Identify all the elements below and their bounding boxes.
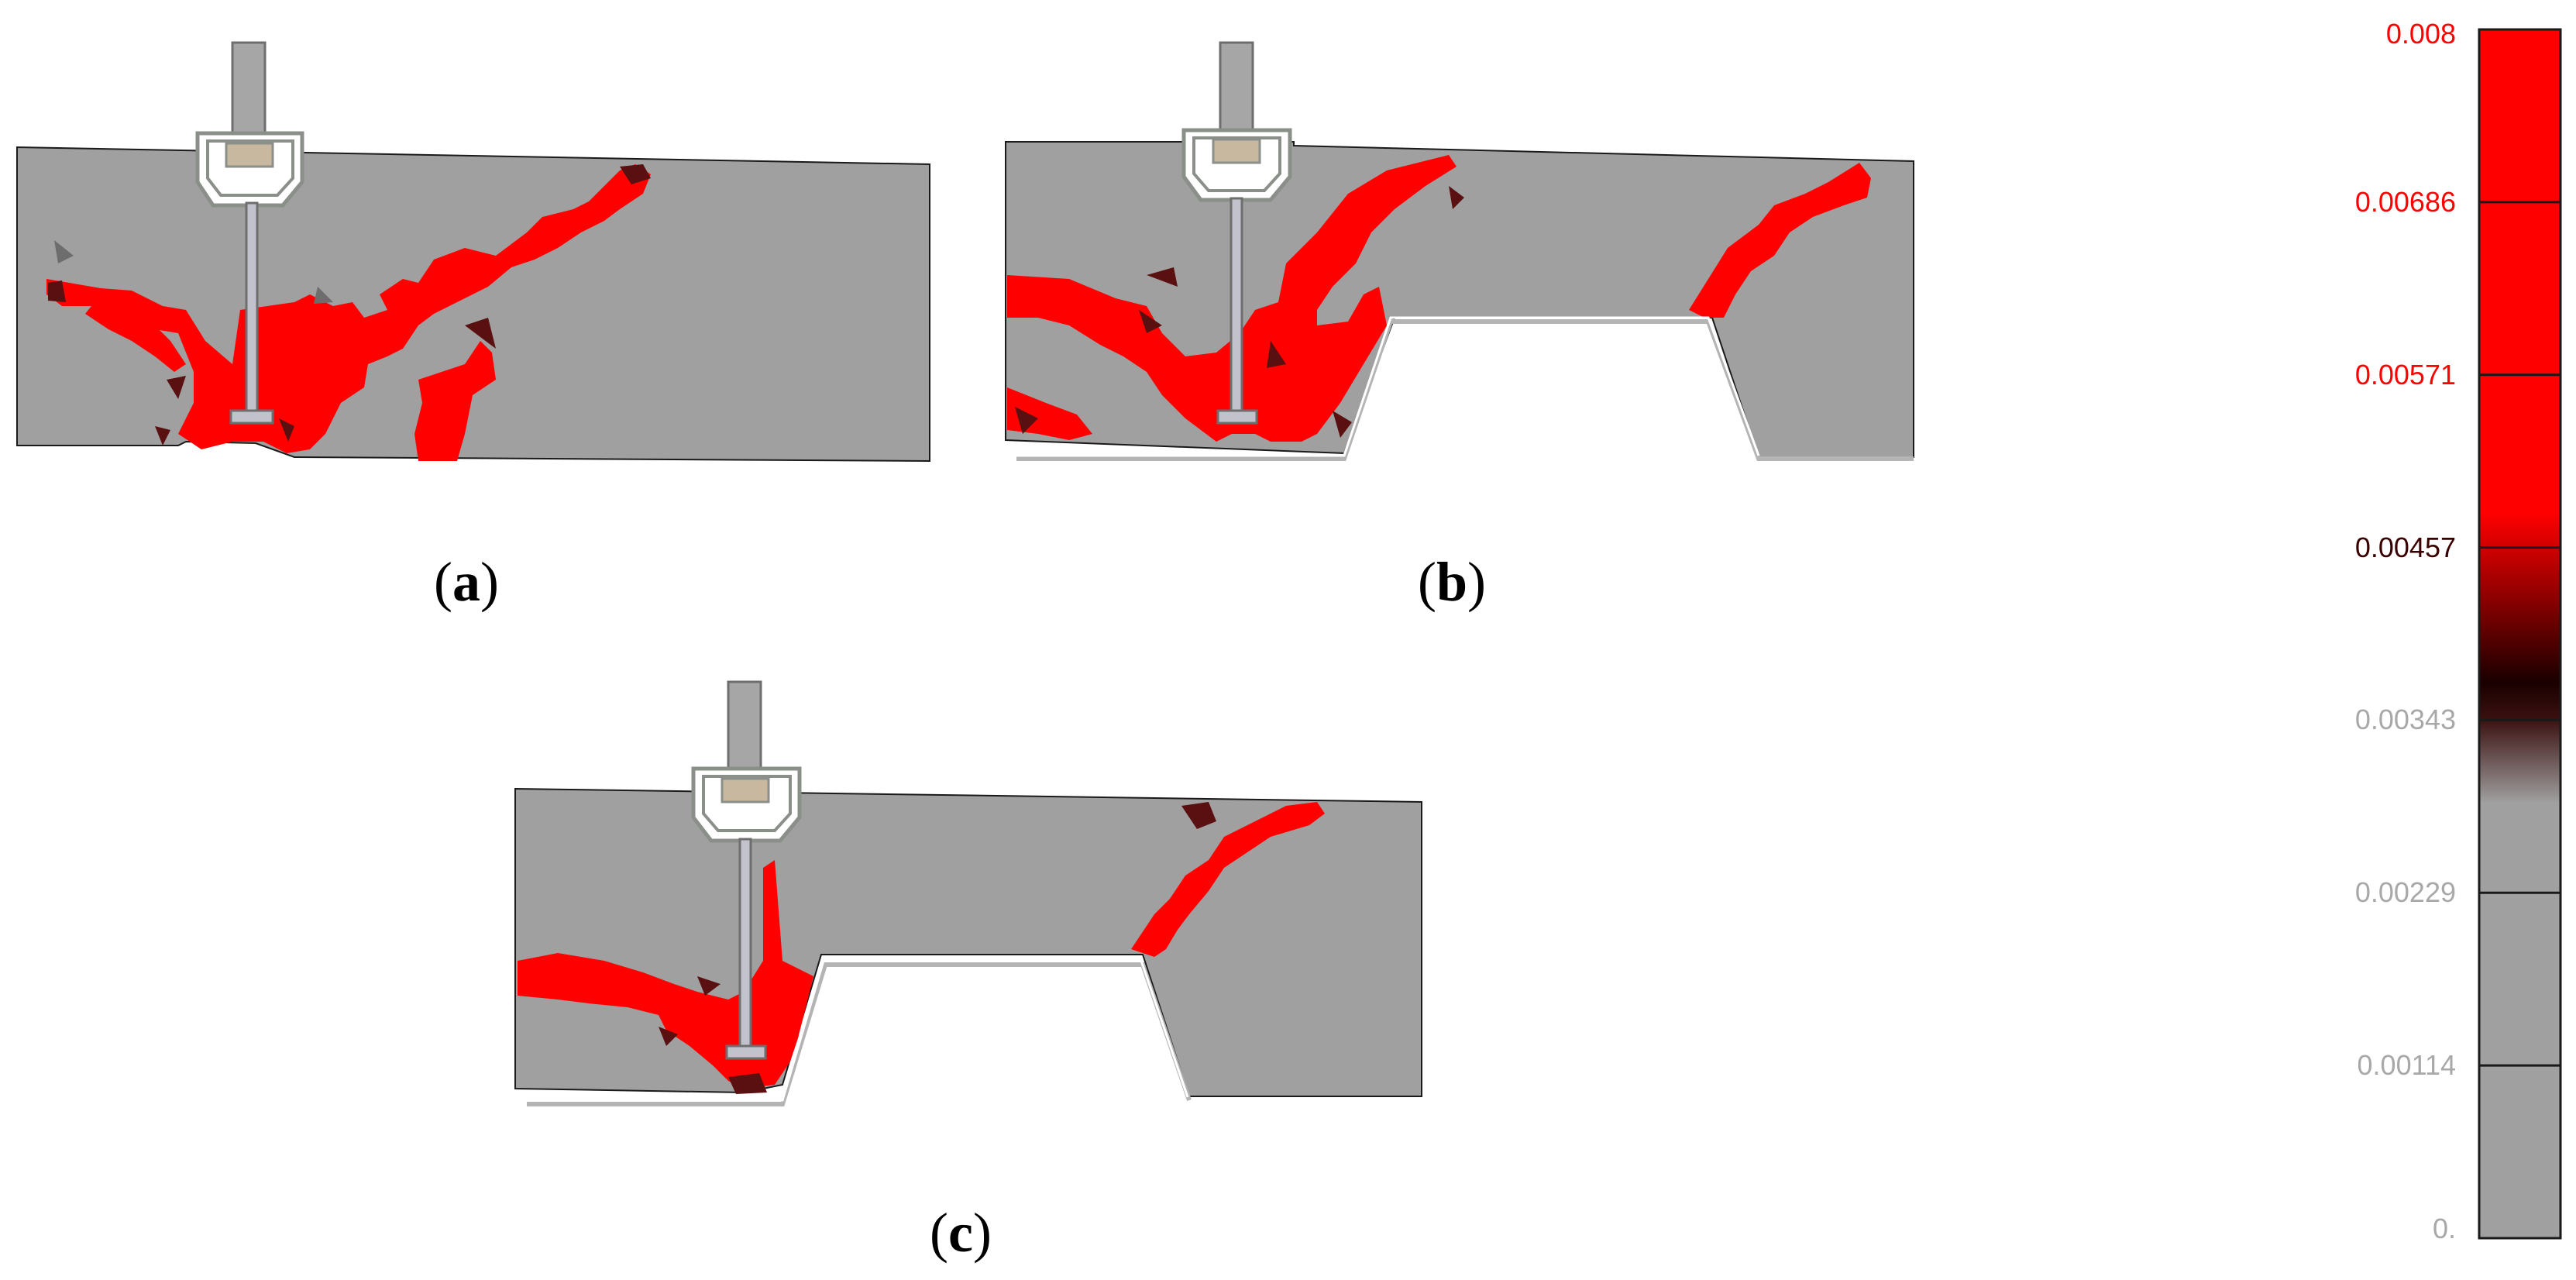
caption-a: (a) (434, 551, 499, 613)
colorbar-gradient (2478, 28, 2562, 1240)
caption-b-letter: b (1436, 551, 1468, 613)
caption-b: (b) (1418, 551, 1487, 613)
panel-b-anchor-bolt (1181, 41, 1292, 425)
panel-c-anchor-bolt (691, 680, 802, 1060)
colorbar-tick-label: 0.00114 (2357, 1049, 2456, 1082)
caption-c-letter: c (948, 1202, 973, 1264)
colorbar-tick-label: 0.008 (2385, 18, 2456, 50)
panel-b-model (1005, 41, 1914, 461)
panel-c-model (514, 680, 1422, 1106)
caption-a-letter: a (452, 551, 480, 613)
panel-a-crack-zones (46, 164, 651, 461)
colorbar-tick-label: 0.00686 (2354, 185, 2456, 218)
panel-a-dark-crack-fragments (48, 164, 651, 446)
panel-b-dark-crack-fragments (1015, 186, 1464, 438)
colorbar-tick-label: 0.00229 (2354, 876, 2456, 909)
panel-b-support-outline (1016, 319, 1914, 461)
colorbar (2478, 28, 2562, 1240)
panel-a-model (16, 41, 930, 463)
panel-a-anchor-bolt (195, 41, 304, 425)
colorbar-tick-label: 0. (2432, 1213, 2456, 1244)
colorbar-tick-label: 0.00343 (2354, 704, 2456, 736)
caption-c: (c) (930, 1202, 992, 1264)
colorbar-tick-label: 0.00571 (2354, 358, 2456, 391)
panel-b-concrete-block (1005, 141, 1914, 458)
panel-c-dark-crack-fragments (659, 802, 1216, 1094)
colorbar-tick-lines (2479, 201, 2561, 1067)
colorbar-tick-label: 0.00457 (2354, 531, 2456, 563)
panel-a-gray-fragments (54, 240, 333, 304)
panel-c-concrete-block (514, 787, 1422, 1097)
